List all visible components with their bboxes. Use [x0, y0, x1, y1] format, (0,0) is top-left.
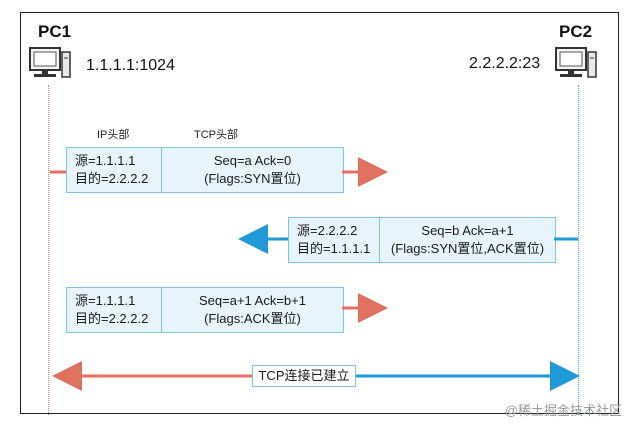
computer-icon — [555, 47, 597, 78]
tcp-header: Seq=a Ack=0 (Flags:SYN置位) — [162, 148, 343, 192]
tcp-header: Seq=b Ack=a+1 (Flags:SYN置位,ACK置位) — [380, 218, 555, 262]
tcp-flags: (Flags:ACK置位) — [204, 311, 301, 326]
ip-destination: 目的=2.2.2.2 — [75, 171, 149, 186]
tcp-flags: (Flags:SYN置位,ACK置位) — [390, 241, 545, 256]
diagram-frame — [20, 12, 619, 414]
tcp-seq-ack: Seq=a+1 Ack=b+1 — [199, 293, 306, 308]
pc2-address: 2.2.2.2:23 — [469, 55, 541, 72]
watermark: @稀土掘金技术社区 — [504, 403, 622, 418]
syn-segment: 源=1.1.1.1 目的=2.2.2.2 Seq=a Ack=0 (Flags:… — [66, 147, 344, 193]
ack-segment: 源=1.1.1.1 目的=2.2.2.2 Seq=a+1 Ack=b+1 (Fl… — [66, 287, 344, 333]
ip-header: 源=1.1.1.1 目的=2.2.2.2 — [67, 288, 162, 332]
computer-icon — [29, 47, 71, 78]
tcp-seq-ack: Seq=a Ack=0 — [213, 153, 292, 168]
tcp-seq-ack: Seq=b Ack=a+1 — [421, 223, 514, 238]
tcp-header-label: TCP头部 — [194, 129, 238, 141]
pc2-lifeline — [578, 85, 579, 415]
pc1-lifeline — [48, 85, 49, 415]
tcp-header: Seq=a+1 Ack=b+1 (Flags:ACK置位) — [162, 288, 343, 332]
tcp-flags: (Flags:SYN置位) — [204, 171, 301, 186]
ip-source: 源=1.1.1.1 — [75, 293, 136, 308]
ip-header-label: IP头部 — [97, 129, 130, 141]
connection-established-label: TCP连接已建立 — [252, 365, 356, 387]
ip-header: 源=1.1.1.1 目的=2.2.2.2 — [67, 148, 162, 192]
pc1-address: 1.1.1.1:1024 — [86, 57, 175, 74]
ip-source: 源=1.1.1.1 — [75, 153, 136, 168]
ip-destination: 目的=2.2.2.2 — [75, 311, 149, 326]
ip-source: 源=2.2.2.2 — [297, 223, 358, 238]
ip-header: 源=2.2.2.2 目的=1.1.1.1 — [289, 218, 380, 262]
pc2-label: PC2 — [559, 22, 593, 41]
ip-destination: 目的=1.1.1.1 — [297, 241, 371, 256]
pc1-label: PC1 — [38, 22, 72, 41]
syn-ack-segment: 源=2.2.2.2 目的=1.1.1.1 Seq=b Ack=a+1 (Flag… — [288, 217, 556, 263]
